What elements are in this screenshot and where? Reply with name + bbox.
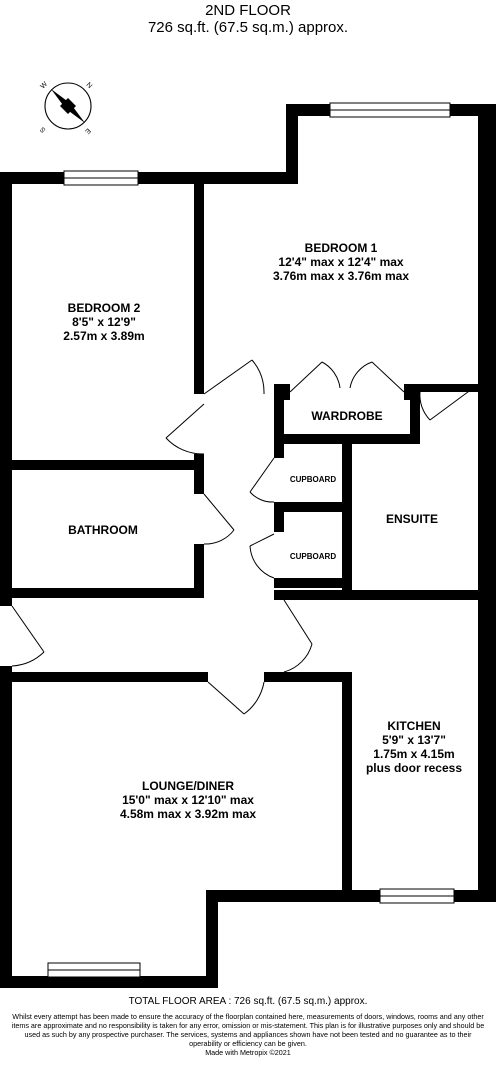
floor-title: 2ND FLOOR <box>205 2 291 19</box>
disclaimer: Whilst every attempt has been made to en… <box>11 1012 485 1048</box>
compass-s: S <box>39 125 47 133</box>
bathroom-label: BATHROOM <box>68 523 138 537</box>
door-lounge <box>207 681 265 715</box>
outer-walls <box>0 104 496 988</box>
lounge-dim-metric: 4.58m max x 3.92m max <box>120 807 256 821</box>
kitchen-note: plus door recess <box>366 761 462 775</box>
window-kitchen <box>379 888 455 904</box>
window-bedroom2 <box>63 170 139 186</box>
doors <box>11 359 477 715</box>
door-entrance <box>11 605 45 667</box>
cupboard2-label: CUPBOARD <box>290 552 336 561</box>
windows <box>47 102 455 978</box>
door-ensuite <box>419 385 477 421</box>
kitchen-dim-imperial: 5'9" x 13'7" <box>382 733 446 747</box>
total-floor-area: TOTAL FLOOR AREA : 726 sq.ft. (67.5 sq.m… <box>128 996 368 1007</box>
bedroom1-name: BEDROOM 1 <box>305 241 378 255</box>
bedroom2-name: BEDROOM 2 <box>68 301 141 315</box>
door-wardrobe <box>289 361 405 393</box>
bedroom1-dim-metric: 3.76m max x 3.76m max <box>273 269 409 283</box>
ensuite-label: ENSUITE <box>386 512 438 526</box>
compass-e: E <box>83 127 91 135</box>
compass-icon: N E S W <box>39 81 93 136</box>
floor-plan: N E S W <box>0 81 496 988</box>
cupboard1-label: CUPBOARD <box>290 475 336 484</box>
door-kitchen <box>283 599 313 673</box>
window-lounge <box>47 962 141 978</box>
door-cupboard1 <box>249 457 275 503</box>
room-lounge: LOUNGE/DINER 15'0" max x 12'10" max 4.58… <box>120 779 256 821</box>
kitchen-dim-metric: 1.75m x 4.15m <box>373 747 454 761</box>
plan-header: 2ND FLOOR 726 sq.ft. (67.5 sq.m.) approx… <box>0 0 496 36</box>
room-kitchen: KITCHEN 5'9" x 13'7" 1.75m x 4.15m plus … <box>366 719 462 775</box>
bedroom1-dim-imperial: 12'4" max x 12'4" max <box>278 255 404 269</box>
door-bathroom <box>203 493 235 545</box>
window-bedroom1 <box>329 102 451 118</box>
room-bedroom2: BEDROOM 2 8'5" x 12'9" 2.57m x 3.89m <box>63 301 144 343</box>
floor-area: 726 sq.ft. (67.5 sq.m.) approx. <box>147 19 349 36</box>
door-bedroom1 <box>203 359 265 395</box>
made-with: Made with Metropix ©2021 <box>205 1048 291 1057</box>
compass-w: W <box>39 81 49 91</box>
door-bedroom2 <box>165 403 205 455</box>
plan-footer: TOTAL FLOOR AREA : 726 sq.ft. (67.5 sq.m… <box>10 996 486 1057</box>
lounge-name: LOUNGE/DINER <box>142 779 234 793</box>
wardrobe-label: WARDROBE <box>311 409 382 423</box>
kitchen-name: KITCHEN <box>387 719 440 733</box>
lounge-dim-imperial: 15'0" max x 12'10" max <box>122 793 254 807</box>
room-bedroom1: BEDROOM 1 12'4" max x 12'4" max 3.76m ma… <box>273 241 409 283</box>
internal-walls <box>0 172 496 898</box>
bedroom2-dim-metric: 2.57m x 3.89m <box>63 329 144 343</box>
bedroom2-dim-imperial: 8'5" x 12'9" <box>72 315 136 329</box>
door-cupboard2 <box>249 533 275 579</box>
compass-n: N <box>85 81 94 90</box>
